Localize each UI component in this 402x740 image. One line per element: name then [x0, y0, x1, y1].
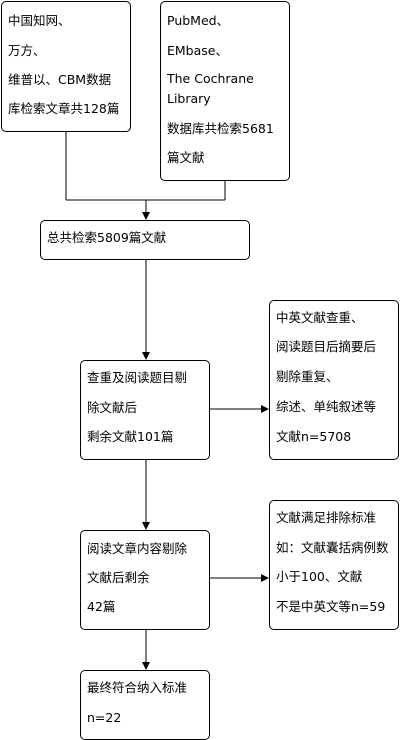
box-text-line: n=22	[87, 710, 122, 725]
box-after-fulltext-screening: 阅读文章内容剔除 文献后剩余 42篇	[80, 530, 210, 630]
box-text-line: 篇文献	[167, 150, 205, 165]
box-text-line: 维普以、CBM数据	[8, 72, 112, 87]
box-text-line: Library	[167, 91, 211, 106]
box-text-line: 不是中英文等n=59	[276, 599, 386, 614]
box-text-line: 查重及阅读题目剔	[87, 370, 188, 385]
box-text-line: 万方、	[8, 43, 46, 58]
box-after-title-screening: 查重及阅读题目剔 除文献后 剩余文献101篇	[80, 360, 210, 460]
box-text-line: 文献n=5708	[276, 429, 352, 444]
box-text-line: 文献满足排除标准	[276, 510, 377, 525]
box-text-line: 总共检索5809篇文献	[47, 230, 167, 245]
box-text-line: 中英文献查重、	[276, 310, 364, 325]
box-text-line: The Cochrane	[167, 71, 254, 86]
box-text-line: PubMed、	[167, 13, 230, 28]
box-text-line: EMbase、	[167, 43, 228, 58]
box-text-line: 综述、单纯叙述等	[276, 399, 377, 414]
box-excluded-criteria: 文献满足排除标准 如：文献囊括病例数 小于100、文献 不是中英文等n=59	[269, 500, 399, 630]
box-text-line: 42篇	[87, 599, 116, 614]
box-text-line: 如：文献囊括病例数	[276, 540, 389, 555]
box-text-line: 小于100、文献	[276, 569, 363, 584]
box-text-line: 中国知网、	[8, 13, 71, 28]
box-text-line: 阅读文章内容剔除	[87, 541, 188, 556]
box-text-line: 剔除重复、	[276, 369, 339, 384]
box-text-line: 数据库共检索5681	[167, 121, 274, 136]
box-text-line: 文献后剩余	[87, 570, 150, 585]
box-total-retrieved: 总共检索5809篇文献	[40, 220, 250, 260]
box-english-databases: PubMed、 EMbase、 The Cochrane Library 数据库…	[160, 1, 290, 181]
box-text-line: 阅读题目后摘要后	[276, 339, 377, 354]
box-final-included: 最终符合纳入标准 n=22	[80, 670, 210, 740]
box-text-line: 最终符合纳入标准	[87, 680, 188, 695]
box-text-line: 库检索文章共128篇	[8, 101, 120, 116]
box-excluded-duplicates: 中英文献查重、 阅读题目后摘要后 剔除重复、 综述、单纯叙述等 文献n=5708	[269, 300, 399, 460]
box-text-line: 除文献后	[87, 400, 138, 415]
box-text-line: 剩余文献101篇	[87, 429, 174, 444]
box-chinese-databases: 中国知网、 万方、 维普以、CBM数据 库检索文章共128篇	[1, 1, 131, 132]
